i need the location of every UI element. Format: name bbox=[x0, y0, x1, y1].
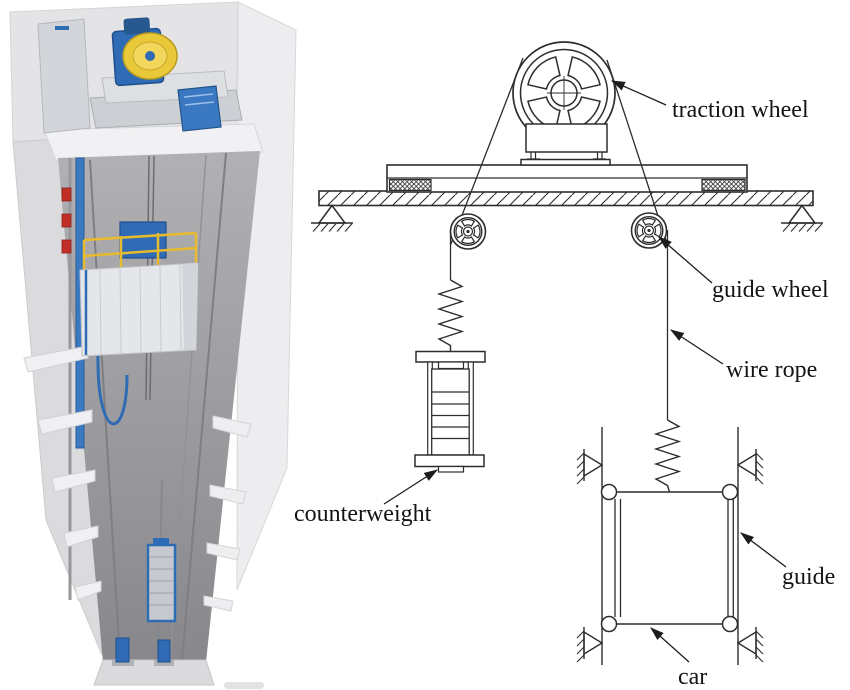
elevator-3d-render bbox=[9, 1, 297, 689]
arrow-wire-rope bbox=[670, 329, 724, 365]
label-traction-wheel: traction wheel bbox=[672, 97, 809, 123]
label-guide: guide bbox=[782, 564, 835, 590]
guide-shoe-roller bbox=[721, 615, 739, 633]
machine-pedestal bbox=[520, 123, 611, 166]
car-panel-seams bbox=[99, 263, 182, 355]
guide-shoe-roller bbox=[721, 483, 739, 501]
motor-cap bbox=[123, 17, 151, 35]
landing-lock-devices bbox=[61, 187, 72, 254]
elevator-car-3d bbox=[79, 221, 199, 357]
elevator-schematic: traction wheel guide wheel wire rope cou… bbox=[294, 41, 835, 690]
traveling-cable bbox=[96, 355, 129, 426]
label-counterweight: counterweight bbox=[294, 501, 432, 527]
ground-shadow bbox=[224, 682, 264, 689]
arrow-counterweight bbox=[383, 469, 438, 505]
shaft-right-wall bbox=[236, 1, 297, 591]
pin-support-right bbox=[780, 204, 824, 233]
label-guide-wheel: guide wheel bbox=[712, 277, 829, 303]
rail-bracket-bottom-left bbox=[576, 626, 603, 663]
counterweight-schematic bbox=[414, 350, 486, 473]
control-panel-cabinet-left bbox=[37, 18, 91, 134]
guide-wheel-right bbox=[630, 212, 668, 249]
machine-sheave-hub bbox=[145, 51, 155, 61]
controller-cabinet bbox=[177, 85, 222, 132]
rail-bracket-bottom-right bbox=[737, 626, 764, 663]
spring-counterweight bbox=[436, 279, 465, 352]
rail-bracket-top-right bbox=[737, 448, 764, 485]
isolation-pad-left bbox=[388, 178, 432, 192]
guide-shoe-roller bbox=[600, 483, 618, 501]
pit-buffer bbox=[157, 639, 171, 663]
machine-room-equipment bbox=[37, 17, 243, 134]
pin-support-left bbox=[310, 204, 354, 233]
machine-bedplate bbox=[386, 164, 748, 193]
car-side-panel bbox=[182, 263, 198, 350]
arrow-guide bbox=[740, 532, 787, 568]
counterweight-3d bbox=[146, 479, 177, 656]
guide-rails bbox=[601, 427, 739, 665]
leader-arrows bbox=[383, 80, 787, 663]
wire-ropes bbox=[449, 57, 669, 420]
guide-shoe-roller bbox=[600, 615, 618, 633]
rail-bracket-top-left bbox=[576, 448, 603, 485]
label-car: car bbox=[678, 664, 707, 690]
spring-car bbox=[653, 419, 682, 493]
rope-left-diagonal bbox=[449, 57, 524, 246]
label-wire-rope: wire rope bbox=[726, 357, 817, 383]
guide-wheel-left bbox=[449, 213, 487, 250]
floor-slabs-left bbox=[23, 345, 102, 601]
car-schematic bbox=[600, 483, 739, 633]
controller-detail bbox=[183, 93, 215, 106]
traction-wheel bbox=[512, 41, 616, 145]
machine-room-slab bbox=[318, 190, 814, 207]
rope-right-diagonal bbox=[606, 59, 669, 246]
cabinet-logo bbox=[55, 26, 69, 30]
arrow-guide-wheel bbox=[658, 236, 713, 284]
shaft-pit bbox=[93, 637, 264, 689]
pit-buffer bbox=[115, 637, 130, 663]
arrow-car bbox=[650, 627, 690, 663]
floor-slabs-right bbox=[203, 415, 252, 612]
isolation-pad-right bbox=[701, 178, 746, 192]
arrow-traction-wheel bbox=[610, 80, 667, 106]
